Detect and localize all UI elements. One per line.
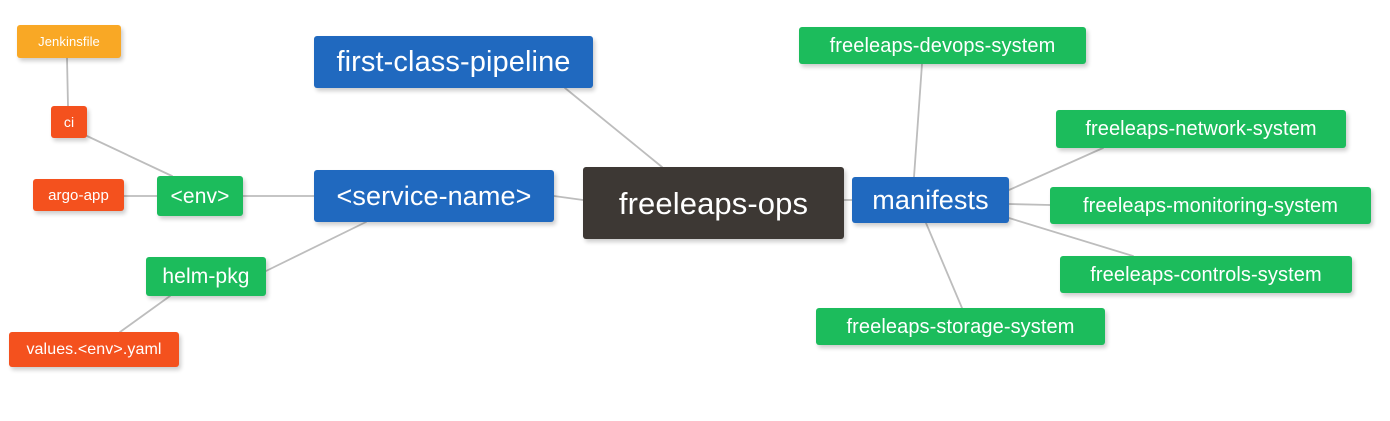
node-freeleaps-monitoring-system[interactable]: freeleaps-monitoring-system (1050, 187, 1371, 224)
node-label-helm-pkg: helm-pkg (162, 265, 250, 288)
node-service-name[interactable]: <service-name> (314, 170, 554, 222)
edge-manifests-to-freeleaps-monitoring-system (1008, 203, 1051, 206)
node-label-freeleaps-monitoring-system: freeleaps-monitoring-system (1082, 194, 1338, 217)
node-first-class-pipeline[interactable]: first-class-pipeline (314, 36, 593, 88)
node-ci[interactable]: ci (51, 106, 87, 138)
edge-freeleaps-ops-to-first-class-pipeline (564, 87, 663, 168)
node-jenkinsfile[interactable]: Jenkinsfile (17, 25, 121, 58)
node-label-values-yaml: values.<env>.yaml (26, 340, 162, 358)
node-freeleaps-storage-system[interactable]: freeleaps-storage-system (816, 308, 1105, 345)
node-values-yaml[interactable]: values.<env>.yaml (9, 332, 179, 367)
node-argo-app[interactable]: argo-app (33, 179, 124, 211)
node-label-env: <env> (170, 184, 230, 208)
node-label-freeleaps-devops-system: freeleaps-devops-system (829, 34, 1056, 57)
edge-ci-to-jenkinsfile (66, 57, 69, 107)
node-label-first-class-pipeline: first-class-pipeline (336, 45, 571, 78)
node-freeleaps-ops[interactable]: freeleaps-ops (583, 167, 844, 239)
node-freeleaps-devops-system[interactable]: freeleaps-devops-system (799, 27, 1086, 64)
node-label-jenkinsfile: Jenkinsfile (38, 34, 100, 49)
node-label-freeleaps-ops: freeleaps-ops (618, 185, 809, 221)
edge-service-name-to-helm-pkg (265, 221, 367, 272)
edge-manifests-to-freeleaps-network-system (1008, 147, 1104, 191)
node-helm-pkg[interactable]: helm-pkg (146, 257, 266, 296)
node-freeleaps-controls-system[interactable]: freeleaps-controls-system (1060, 256, 1352, 293)
node-label-manifests: manifests (872, 184, 989, 215)
node-label-service-name: <service-name> (336, 180, 532, 211)
node-manifests[interactable]: manifests (852, 177, 1009, 223)
node-label-freeleaps-storage-system: freeleaps-storage-system (846, 315, 1075, 338)
node-label-freeleaps-network-system: freeleaps-network-system (1085, 118, 1317, 140)
node-label-freeleaps-controls-system: freeleaps-controls-system (1090, 263, 1322, 286)
node-label-ci: ci (63, 114, 75, 130)
edge-manifests-to-freeleaps-devops-system (913, 63, 923, 178)
node-freeleaps-network-system[interactable]: freeleaps-network-system (1056, 110, 1346, 148)
node-label-argo-app: argo-app (48, 186, 109, 204)
edge-helm-pkg-to-values-yaml (119, 295, 171, 333)
edge-env-to-ci (86, 135, 173, 177)
edge-freeleaps-ops-to-service-name (553, 195, 584, 201)
edge-manifests-to-freeleaps-storage-system (925, 222, 963, 309)
node-env[interactable]: <env> (157, 176, 243, 216)
